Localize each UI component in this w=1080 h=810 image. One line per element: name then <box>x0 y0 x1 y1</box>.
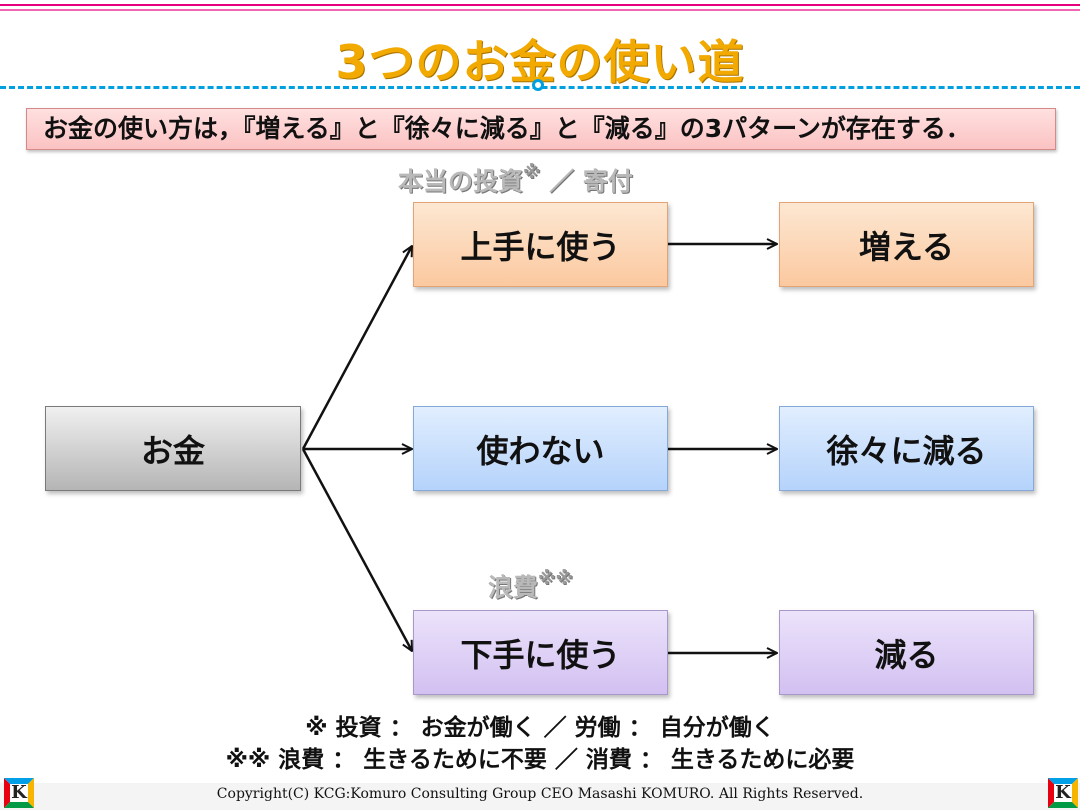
kcg-logo-right-letter: K <box>1055 782 1071 803</box>
kcg-logo-left-letter: K <box>11 782 27 803</box>
kcg-logo-right-icon <box>1048 778 1078 808</box>
label-investment-main: 本当の投資 <box>398 167 524 196</box>
label-donation: ／ 寄付 <box>540 167 633 196</box>
label-investment: 本当の投資※ ／ 寄付 <box>398 162 633 198</box>
kcg-logo-left: K <box>4 778 34 808</box>
box-slow-decrease: 徐々に減る <box>779 406 1034 491</box>
box-use-well: 上手に使う <box>413 202 668 287</box>
footnote-investment: ※ 投資 ： お金が働く ／ 労働 ： 自分が働く <box>305 715 775 741</box>
arrow-source-to-use-poorly <box>301 448 414 651</box>
label-waste-main: 浪費 <box>488 573 539 602</box>
top-stripe <box>0 4 1080 6</box>
kcg-logo-left-icon <box>4 778 34 808</box>
copyright-text: Copyright(C) KCG:Komuro Consulting Group… <box>216 786 864 802</box>
footnote-waste: ※※ 浪費 ： 生きるために不要 ／ 消費 ： 生きるために必要 <box>225 747 855 773</box>
label-investment-mark: ※ <box>523 162 541 183</box>
divider-circle-icon <box>532 79 544 91</box>
box-no-use: 使わない <box>413 406 668 491</box>
box-decrease: 減る <box>779 610 1034 695</box>
box-increase: 増える <box>779 202 1034 287</box>
label-waste: 浪費※※ <box>488 568 573 604</box>
label-waste-mark: ※※ <box>538 568 574 589</box>
kcg-logo-right: K <box>1048 778 1078 808</box>
summary-banner: お金の使い方は，『増える』と『徐々に減る』と『減る』の3パターンが存在する． <box>26 108 1056 150</box>
arrow-source-to-use-well <box>301 246 414 450</box>
box-source-money: お金 <box>45 406 301 491</box>
footer-bar <box>0 783 1080 810</box>
top-stripe-2 <box>0 9 1080 11</box>
box-use-poorly: 下手に使う <box>413 610 668 695</box>
